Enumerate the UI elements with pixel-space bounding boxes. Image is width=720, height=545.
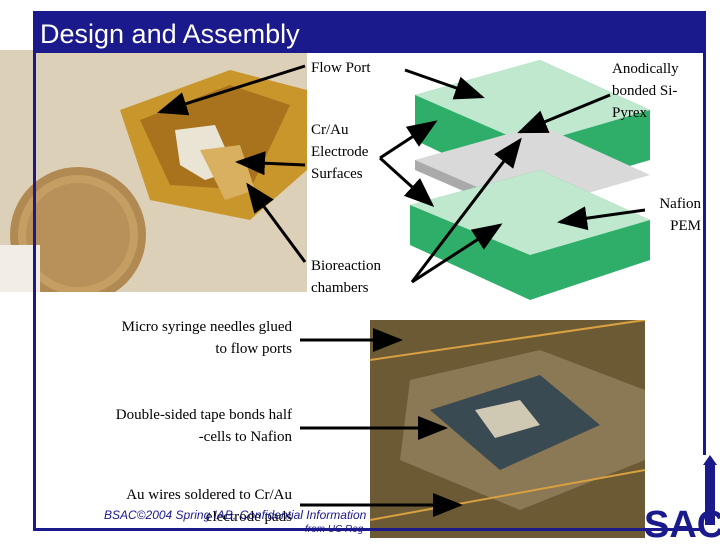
arrow-bio-right-1: [410, 137, 522, 283]
logo-text: SAC: [644, 504, 720, 540]
slide-frame: [33, 11, 706, 531]
arrow-flow-port-right: [404, 68, 485, 100]
arrow-electrode-right-2: [378, 156, 435, 208]
arrow-bio-right-2: [411, 223, 503, 284]
label-bioreaction: Bioreaction chambers: [311, 258, 381, 296]
label-flow-port: Flow Port: [311, 60, 371, 76]
footer-copyright: BSAC©2004 Spring IAB, Confidential Infor…: [104, 508, 367, 522]
label-tape: Double-sided tape bonds half -cells to N…: [115, 407, 292, 445]
label-syringe: Micro syringe needles glued to flow port…: [121, 319, 292, 357]
arrow-flow-port-left: [157, 64, 306, 116]
label-nafion: Nafion PEM: [659, 196, 701, 234]
slide-title: Design and Assembly: [36, 19, 304, 50]
footer-small: from UC Reg: [305, 524, 364, 535]
berkeley-logo: SAC: [644, 455, 720, 545]
arrow-electrode-left: [235, 151, 306, 176]
label-anodic: Anodically bonded Si- Pyrex: [612, 61, 679, 121]
arrow-electrode-right-1: [379, 120, 438, 160]
arrow-anodic: [517, 93, 611, 134]
label-wires: Au wires soldered to Cr/Au electrode pad…: [126, 487, 292, 525]
label-electrode: Cr/Au Electrode Surfaces: [311, 122, 369, 182]
assembled-device-photo: [370, 320, 645, 538]
arrow-bio-left: [246, 182, 307, 263]
sather-tower-icon: SAC: [644, 455, 720, 545]
arrow-nafion: [557, 206, 646, 231]
assembled-device-art: [370, 320, 645, 538]
